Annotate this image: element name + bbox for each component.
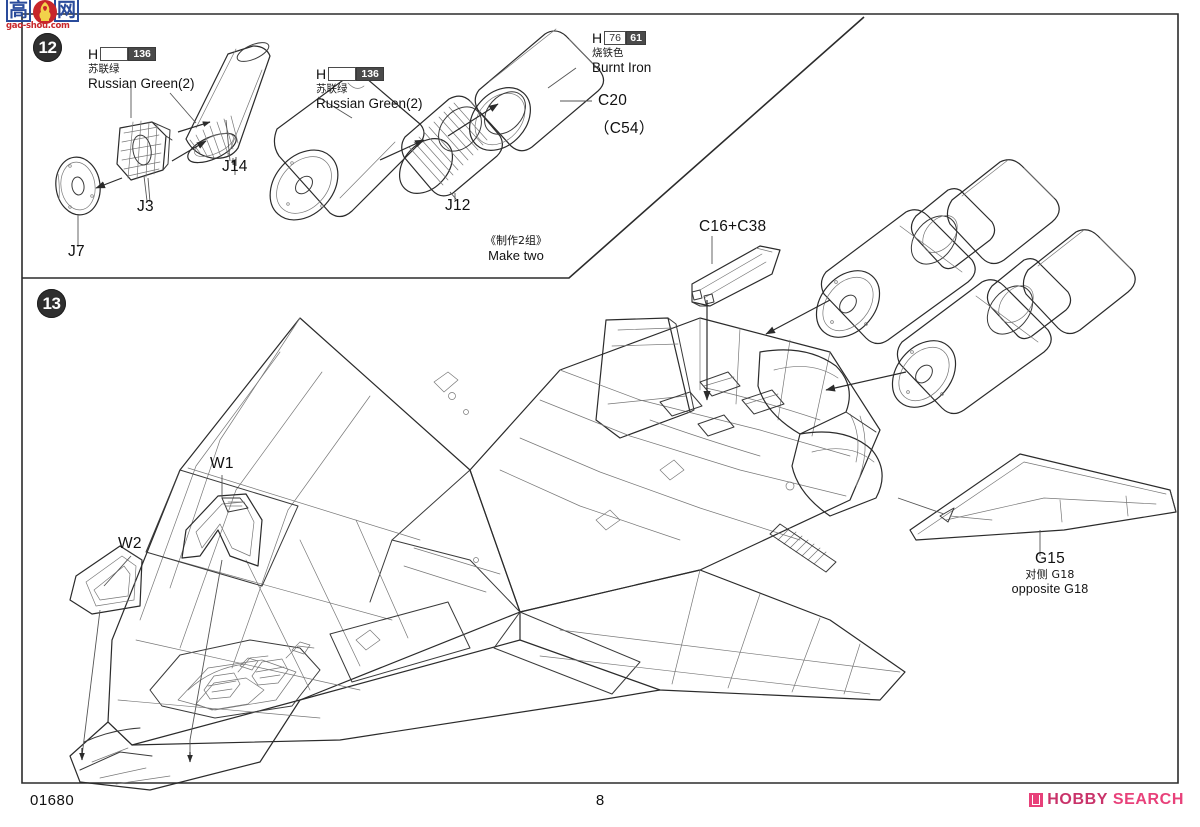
kit-number: 01680 bbox=[30, 792, 75, 809]
part-label-j3: J3 bbox=[137, 198, 154, 215]
paint-name-cn: 烧铁色 bbox=[592, 47, 624, 59]
step-12-diagram bbox=[55, 28, 605, 247]
paint-chip-dark: 61 bbox=[626, 30, 647, 45]
hobby-search-word2: SEARCH bbox=[1112, 791, 1184, 808]
part-label-w1: W1 bbox=[210, 455, 234, 472]
paint-name-cn: 苏联绿 bbox=[316, 83, 348, 95]
assembly-arrow-engine-upper bbox=[765, 299, 831, 335]
part-label-g15-sub-en: opposite G18 bbox=[1011, 582, 1089, 596]
aircraft-airframe bbox=[69, 317, 906, 791]
note-make-two-en: Make two bbox=[488, 248, 544, 263]
part-label-c16-c38: C16+C38 bbox=[699, 218, 767, 235]
hobby-search-mark-icon bbox=[1029, 793, 1044, 807]
part-label-j14: J14 bbox=[222, 158, 248, 175]
paint-name-en: Burnt Iron bbox=[592, 60, 652, 75]
part-label-c20: C20 bbox=[598, 92, 628, 109]
step-12-leader-lines bbox=[77, 67, 592, 247]
control-surfaces bbox=[145, 469, 641, 695]
step-13-diagram bbox=[69, 159, 1177, 791]
hobby-search-word1: HOBBY bbox=[1047, 791, 1108, 808]
cockpit-detail bbox=[149, 639, 321, 719]
paint-callout-russian-green-mid: H 136 苏联绿 Russian Green(2) bbox=[316, 66, 423, 111]
part-j14-exhaust bbox=[171, 42, 271, 164]
panel-lines-port-wing bbox=[117, 317, 421, 719]
part-label-g15-main: G15 bbox=[1035, 550, 1065, 567]
watermark-seal-icon bbox=[33, 0, 57, 24]
part-j7-endcap bbox=[55, 156, 101, 216]
part-j12-ring bbox=[379, 95, 503, 197]
page-footer: 01680 8 HOBBY SEARCH bbox=[0, 786, 1200, 827]
step-number-12: 12 bbox=[33, 33, 62, 62]
paint-name-en: Russian Green(2) bbox=[88, 76, 195, 91]
page-number: 8 bbox=[595, 792, 605, 809]
engine-assembly-lower bbox=[891, 229, 1136, 415]
paint-chip-light: 76 bbox=[604, 30, 627, 45]
assembly-arrow-j3 bbox=[95, 177, 123, 189]
note-make-two: 《制作2组》 Make two bbox=[458, 233, 574, 263]
part-label-j7: J7 bbox=[68, 243, 85, 260]
step-12-panel-divider bbox=[22, 16, 865, 279]
watermark-url: gao-shou.com bbox=[6, 21, 70, 31]
part-label-c54: （C54） bbox=[594, 120, 655, 137]
paint-chip-light bbox=[328, 66, 357, 81]
rear-fuselage-nacelles bbox=[757, 349, 883, 573]
paint-callout-burnt-iron: H 76 61 烧铁色 Burnt Iron bbox=[592, 30, 651, 75]
note-make-two-cn: 《制作2组》 bbox=[485, 234, 547, 247]
part-c20-nozzle bbox=[447, 28, 605, 152]
panel-lines-stbd-wing bbox=[539, 569, 901, 695]
paint-name-cn: 苏联绿 bbox=[88, 63, 120, 75]
hobby-search-wordmark: HOBBY SEARCH bbox=[1047, 791, 1184, 809]
vertical-stabilizer bbox=[595, 317, 695, 439]
paint-brand-letter: H bbox=[316, 65, 327, 82]
step-number-13: 13 bbox=[37, 289, 66, 318]
part-label-j12: J12 bbox=[445, 197, 471, 214]
paint-chip-dark: 136 bbox=[356, 66, 385, 81]
part-j3-turbine bbox=[116, 120, 173, 181]
site-watermark: 高 网 gao-shou.com bbox=[6, 0, 84, 38]
paint-brand-letter: H bbox=[88, 45, 99, 62]
paint-callout-russian-green-left: H 136 苏联绿 Russian Green(2) bbox=[88, 46, 195, 91]
part-label-w2: W2 bbox=[118, 535, 142, 552]
part-g15-stabilizer bbox=[909, 453, 1177, 541]
watermark-cn-left: 高 bbox=[6, 0, 32, 22]
engine-assembly-upper bbox=[815, 159, 1060, 345]
g15-attach-line bbox=[897, 497, 945, 515]
hobby-search-logo: HOBBY SEARCH bbox=[1029, 791, 1184, 809]
paint-name-en: Russian Green(2) bbox=[316, 96, 423, 111]
part-label-g15-sub-cn: 对侧 G18 bbox=[1025, 568, 1075, 581]
paint-brand-letter: H bbox=[592, 29, 603, 46]
paint-chip-dark: 136 bbox=[128, 46, 157, 61]
step-13-leader-lines bbox=[81, 236, 713, 760]
part-w1-intake bbox=[181, 493, 263, 567]
part-label-g15: G15 对侧 G18 opposite G18 bbox=[985, 550, 1115, 596]
part-c16-c38-blade bbox=[691, 245, 781, 307]
dorsal-fittings bbox=[659, 371, 785, 437]
assembly-arrow-engine-lower bbox=[825, 371, 907, 392]
paint-chip-light bbox=[100, 46, 129, 61]
page-frame bbox=[21, 13, 1179, 784]
